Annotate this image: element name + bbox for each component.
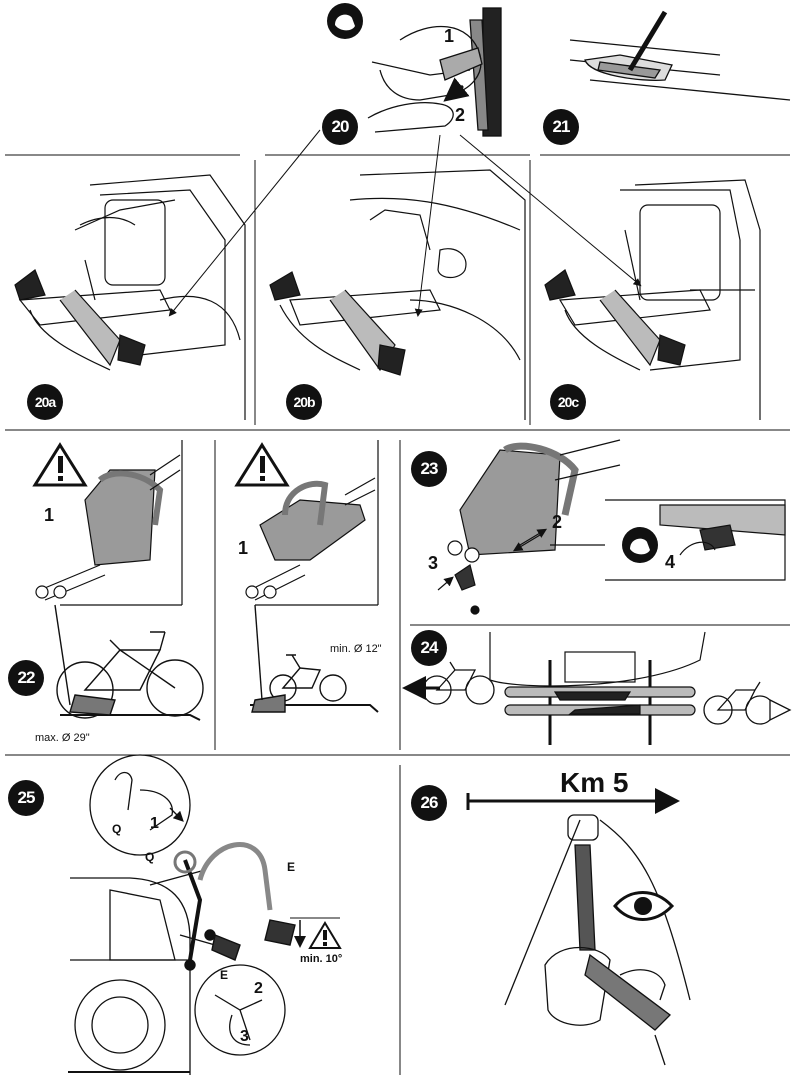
min-wheel-diameter-label: min. Ø 12" — [330, 643, 382, 655]
wheel-holder-detail-23 — [550, 499, 786, 581]
bicycle-left-24 — [422, 661, 495, 705]
step-badge-26: 26 — [411, 785, 447, 821]
step-badge-20: 20 — [322, 109, 358, 145]
step-badge-20b: 20b — [286, 384, 322, 420]
warning-icon — [234, 442, 290, 487]
distance-label: Km 5 — [560, 767, 629, 798]
bicycle-right-24 — [703, 681, 792, 725]
callout-22-1: 1 — [44, 505, 55, 525]
step-badge-25: 25 — [8, 780, 44, 816]
eye-icon — [613, 891, 675, 921]
min-angle-label: min. 10° — [300, 953, 343, 965]
callout-25-e2: E — [220, 968, 229, 982]
strap-detail-circle-bottom — [194, 964, 286, 1056]
strap-check-illustration — [504, 814, 691, 1066]
strap-detail-circle-top — [89, 754, 191, 856]
callout-top-1: 1 — [444, 26, 455, 46]
strap-tighten-illustration — [367, 7, 502, 137]
callout-25-q2: Q — [145, 850, 155, 864]
bicycle-large — [54, 604, 204, 721]
step-badge-22: 22 — [8, 660, 44, 696]
bicycle-small — [250, 604, 379, 713]
callout-25-2: 2 — [254, 980, 263, 997]
warning-icon — [308, 921, 342, 949]
callout-25-3: 3 — [240, 1028, 249, 1045]
warning-icon — [32, 442, 88, 487]
car-side-25 — [68, 877, 191, 1075]
callout-25-q1: Q — [112, 822, 122, 836]
pointer-lines — [168, 129, 642, 317]
step-badge-20a: 20a — [27, 384, 63, 420]
callout-23-3: 3 — [428, 553, 439, 573]
car-rear-20b — [269, 169, 526, 420]
step-badge-20c: 20c — [550, 384, 586, 420]
wheel-holder-23 — [437, 439, 621, 615]
distance-arrow — [466, 788, 680, 814]
car-rear-20a — [14, 174, 246, 420]
callout-23-2: 2 — [552, 512, 563, 532]
callout-top-2: 2 — [455, 105, 466, 125]
car-rear-20c — [544, 179, 761, 420]
step-badge-21: 21 — [543, 109, 579, 145]
wheel-holder-left — [35, 440, 183, 606]
hand-tighten-icon — [327, 3, 363, 39]
hand-tighten-icon — [622, 527, 658, 563]
callout-25-e1: E — [287, 860, 296, 874]
step-badge-24: 24 — [411, 630, 447, 666]
max-wheel-diameter-label: max. Ø 29" — [35, 732, 90, 744]
carrier-frame-25 — [149, 842, 296, 971]
carrier-rear-view-24 — [489, 631, 706, 745]
callout-23-4: 4 — [665, 552, 676, 572]
angle-indicator — [290, 917, 340, 948]
buckle-illustration — [569, 10, 791, 101]
step-badge-23: 23 — [411, 451, 447, 487]
callout-22b-1: 1 — [238, 538, 249, 558]
callout-25-1: 1 — [150, 815, 159, 832]
wheel-holder-right — [245, 440, 379, 606]
